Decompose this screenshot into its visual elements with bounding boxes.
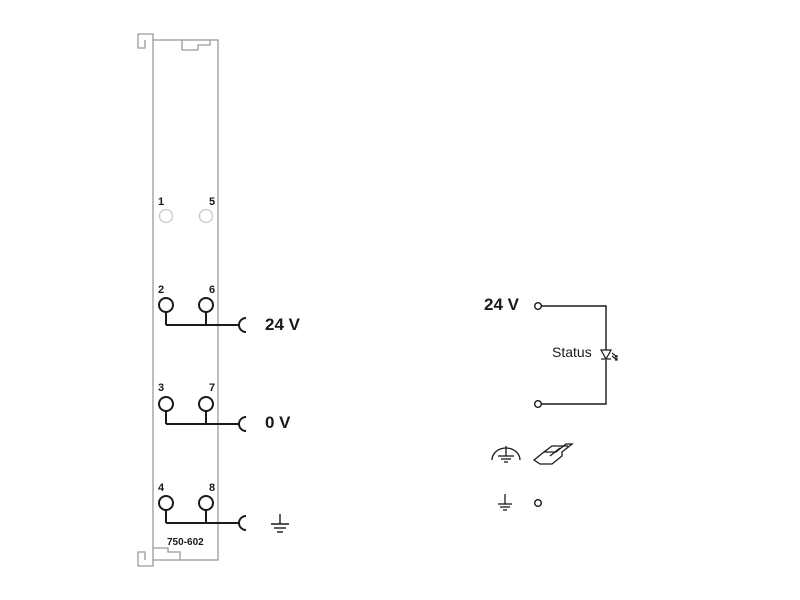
pin-label-3: 3: [158, 382, 164, 394]
pin-label-5: 5: [209, 196, 215, 208]
top-latch: [137, 33, 154, 49]
status-label: Status: [552, 344, 592, 360]
plug-24v: [238, 317, 247, 333]
pin-label-1: 1: [158, 196, 164, 208]
terminal-2: [158, 297, 174, 313]
pin-label-8: 8: [209, 482, 215, 494]
bus-24v: [165, 312, 240, 326]
pin-group-1-5: 1 5: [158, 196, 215, 224]
terminal-label-24v: 24 V: [265, 315, 301, 334]
module-model-label: 750-602: [167, 537, 204, 548]
din-rail-icon: [532, 443, 574, 465]
earth-node: [534, 499, 543, 508]
housing-body: [152, 39, 219, 561]
pin-label-2: 2: [158, 284, 164, 296]
bus-0v: [165, 411, 240, 425]
pin-group-4-8: [158, 495, 247, 531]
plug-0v: [238, 416, 247, 432]
led-icon: [599, 349, 618, 361]
input-node-0v: [534, 400, 543, 409]
terminal-7: [198, 396, 214, 412]
wire-bottom: [541, 360, 607, 405]
pin-label-4: 4: [158, 482, 165, 494]
bottom-clip: [153, 547, 181, 560]
terminal-8: [198, 495, 214, 511]
bottom-latch: [137, 551, 154, 567]
terminal-label-0v: 0 V: [265, 413, 291, 432]
wire-top: [541, 305, 607, 350]
terminal-4: [158, 495, 174, 511]
status-circuit: [534, 302, 607, 409]
input-node-24v: [534, 302, 543, 311]
earth-icon: [498, 494, 512, 511]
module-housing: [137, 33, 219, 567]
terminal-5: [198, 208, 214, 224]
ground-icon: [271, 514, 289, 533]
top-clip: [181, 40, 211, 51]
pin-label-7: 7: [209, 382, 215, 394]
protective-earth-icon: [491, 446, 521, 463]
bus-ground: [165, 510, 240, 524]
terminal-1: [158, 208, 174, 224]
plug-ground: [238, 515, 247, 531]
pin-label-6: 6: [209, 284, 215, 296]
pin-group-2-6: [158, 297, 247, 333]
schematic-input-label: 24 V: [484, 295, 520, 314]
terminal-3: [158, 396, 174, 412]
pin-group-3-7: [158, 396, 247, 432]
terminal-6: [198, 297, 214, 313]
